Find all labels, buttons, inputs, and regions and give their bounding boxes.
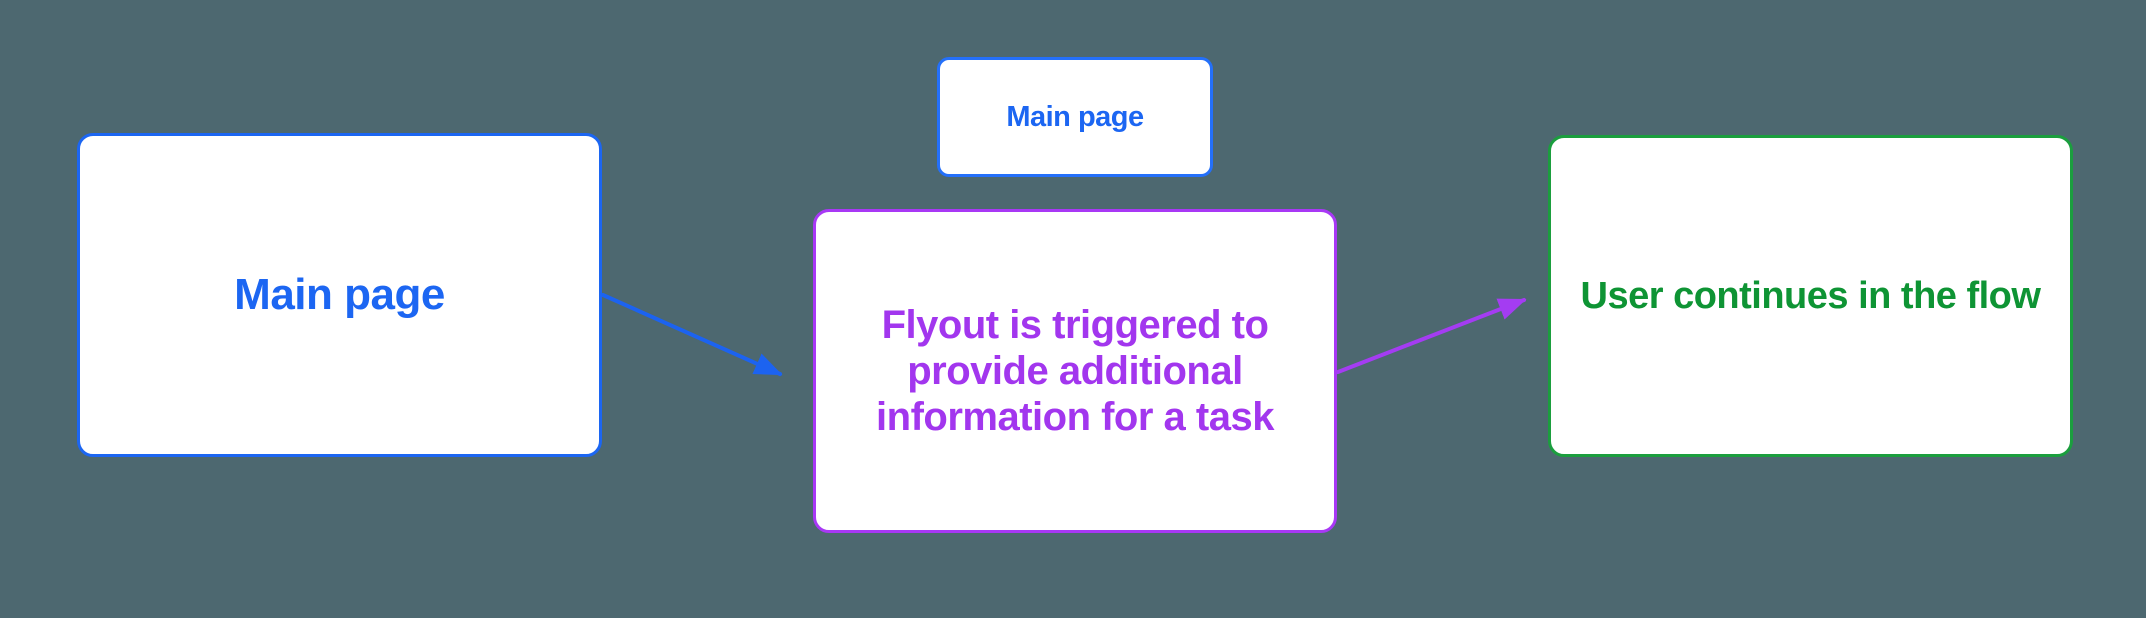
edge-flyout-to-user-continues — [1336, 298, 1527, 374]
flyout-label-line-1: Flyout is triggered to — [881, 303, 1269, 347]
node-main-page-small-label: Main page — [1006, 100, 1144, 133]
node-flyout-label: Flyout is triggered to provide additiona… — [816, 302, 1334, 440]
flyout-label-line-2: provide additional — [907, 349, 1243, 393]
node-main-page-small[interactable]: Main page — [937, 57, 1213, 177]
edge-main-page-to-flyout — [601, 293, 783, 376]
node-main-page[interactable]: Main page — [77, 133, 602, 457]
node-user-continues[interactable]: User continues in the flow — [1548, 135, 2073, 457]
flyout-label-line-3: information for a task — [876, 395, 1274, 439]
node-user-continues-label: User continues in the flow — [1580, 274, 2041, 317]
node-flyout[interactable]: Flyout is triggered to provide additiona… — [813, 209, 1337, 533]
node-main-page-label: Main page — [234, 270, 445, 319]
